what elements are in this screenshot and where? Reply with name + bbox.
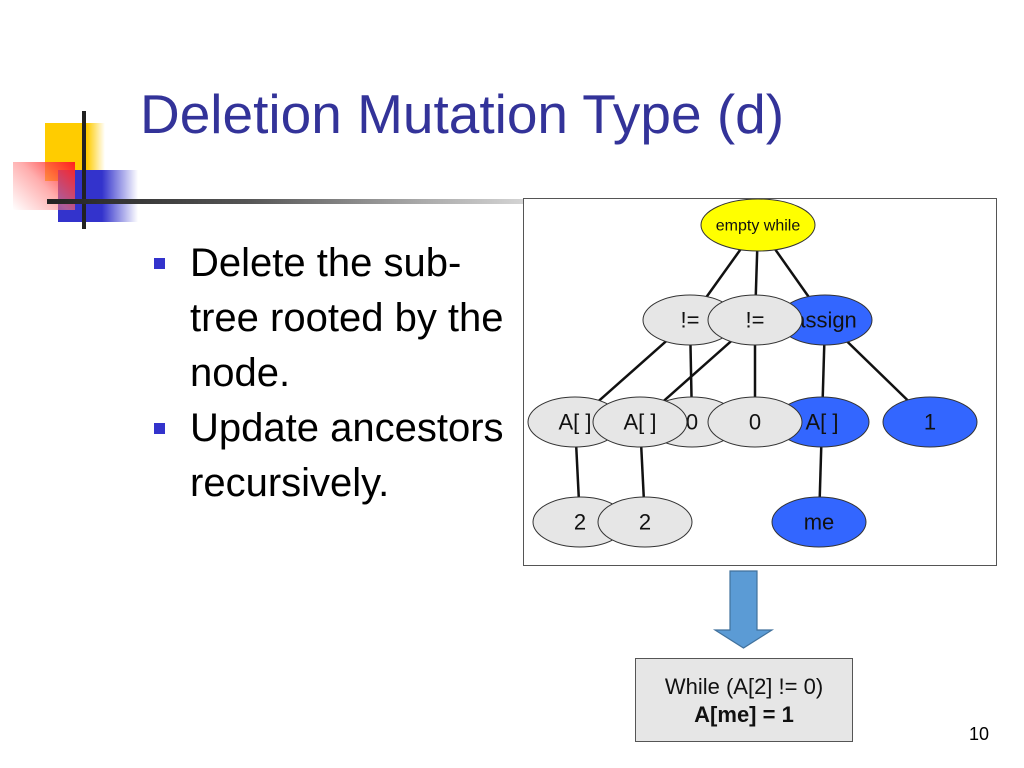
down-arrow-shape [712, 570, 775, 649]
bullet-item: Update ancestors recursively. [150, 401, 520, 511]
node-label: 0 [749, 410, 761, 435]
node-label: assign [793, 308, 857, 333]
node-ellipse [592, 396, 688, 448]
square-bullet-icon [154, 258, 165, 269]
result-line-2: A[me] = 1 [694, 702, 794, 727]
node-label: A[ ] [623, 410, 656, 435]
slide-title: Deletion Mutation Type (d) [140, 83, 785, 145]
tree-node-root: empty while [700, 199, 816, 252]
node-label: empty while [716, 218, 801, 235]
node-label: A[ ] [558, 410, 591, 435]
node-label: != [746, 308, 765, 333]
node-label: me [804, 510, 835, 535]
result-code-box: While (A[2] != 0) A[me] = 1 [635, 658, 853, 742]
tree-node-me: me [771, 496, 867, 548]
decor-vertical-line [82, 111, 86, 229]
tree-node-zero2: 0 [707, 396, 803, 448]
node-ellipse [707, 396, 803, 448]
tree-node-assign: assign [777, 294, 873, 346]
page-number: 10 [969, 724, 990, 744]
node-ellipse [882, 396, 978, 448]
tree-node-arr2: A[ ] [592, 396, 688, 448]
tree-svg: empty while assign != != A[ ] 0 A[ ] A[ ] 0 1 2 2 me [527, 199, 978, 548]
node-label: 2 [574, 510, 586, 535]
title-underline [47, 199, 547, 204]
result-line-1: While (A[2] != 0) [664, 674, 824, 699]
tree-node-ablue: A[ ] [774, 396, 870, 448]
bullet-text: Delete the sub-tree rooted by the node. [190, 241, 504, 395]
tree-diagram: empty while assign != != A[ ] 0 A[ ] A[ ] 0 1 2 2 me [523, 198, 997, 566]
node-ellipse [771, 496, 867, 548]
node-ellipse [700, 199, 816, 252]
node-label: 2 [639, 510, 651, 535]
bullet-item: Delete the sub-tree rooted by the node. [150, 236, 520, 401]
square-bullet-icon [154, 423, 165, 434]
tree-node-two2: 2 [597, 496, 693, 548]
down-arrow-icon [712, 570, 775, 649]
node-label: 0 [686, 410, 698, 435]
node-label: != [681, 308, 700, 333]
node-label: 1 [924, 410, 936, 435]
tree-node-one: 1 [882, 396, 978, 448]
node-ellipse [597, 496, 693, 548]
bullet-list: Delete the sub-tree rooted by the node. … [150, 236, 520, 511]
node-ellipse [707, 294, 803, 346]
bullet-text: Update ancestors recursively. [190, 406, 504, 505]
tree-node-neq2: != [707, 294, 803, 346]
node-label: A[ ] [805, 410, 838, 435]
